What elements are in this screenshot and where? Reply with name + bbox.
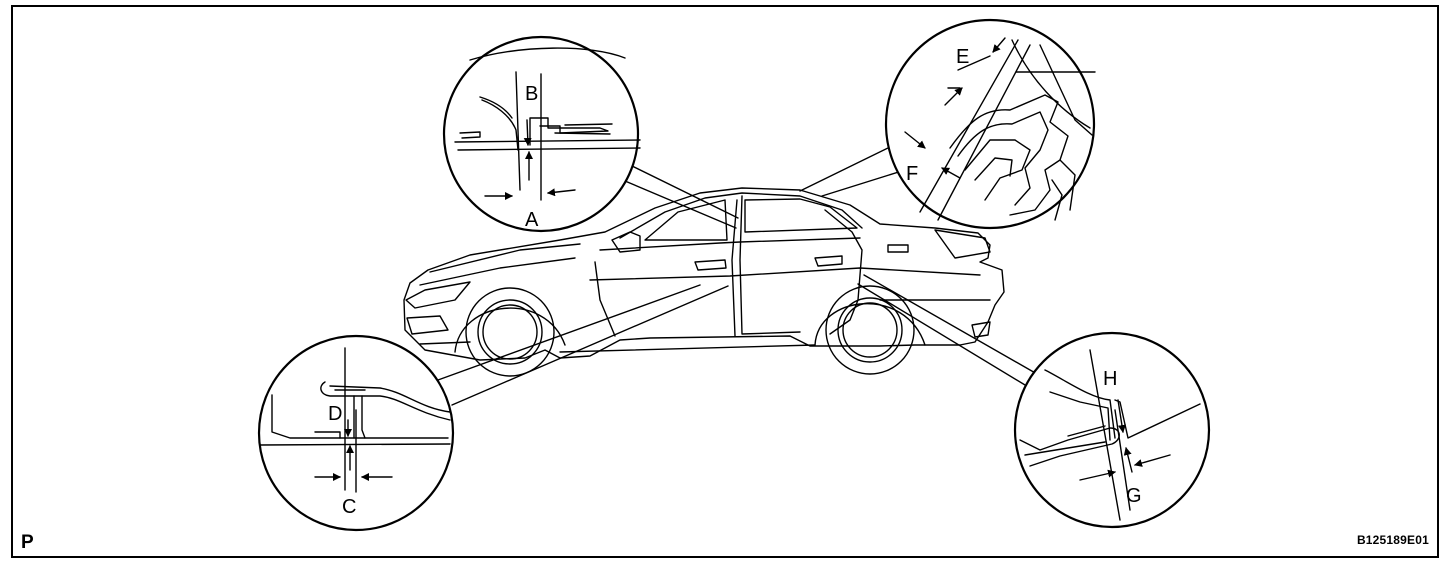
car-side-view xyxy=(403,187,1005,377)
label-d: D xyxy=(328,403,342,425)
label-c: C xyxy=(342,496,356,518)
panel-letter: P xyxy=(21,532,34,553)
detail-g-h xyxy=(1013,331,1211,529)
figure-code: B125189E01 xyxy=(1356,533,1429,547)
label-a: A xyxy=(525,209,539,231)
label-e: E xyxy=(956,46,969,68)
figure-border xyxy=(11,5,1439,558)
label-h: H xyxy=(1103,368,1117,390)
detail-e-f xyxy=(884,18,1096,230)
detail-labels: A B E F C D G H xyxy=(328,46,1142,518)
label-b: B xyxy=(525,83,538,105)
label-g: G xyxy=(1126,485,1142,507)
callout-leader-lines xyxy=(437,146,1045,406)
label-f: F xyxy=(906,163,918,185)
detail-a-b xyxy=(442,35,641,233)
detail-c-d xyxy=(257,334,455,532)
